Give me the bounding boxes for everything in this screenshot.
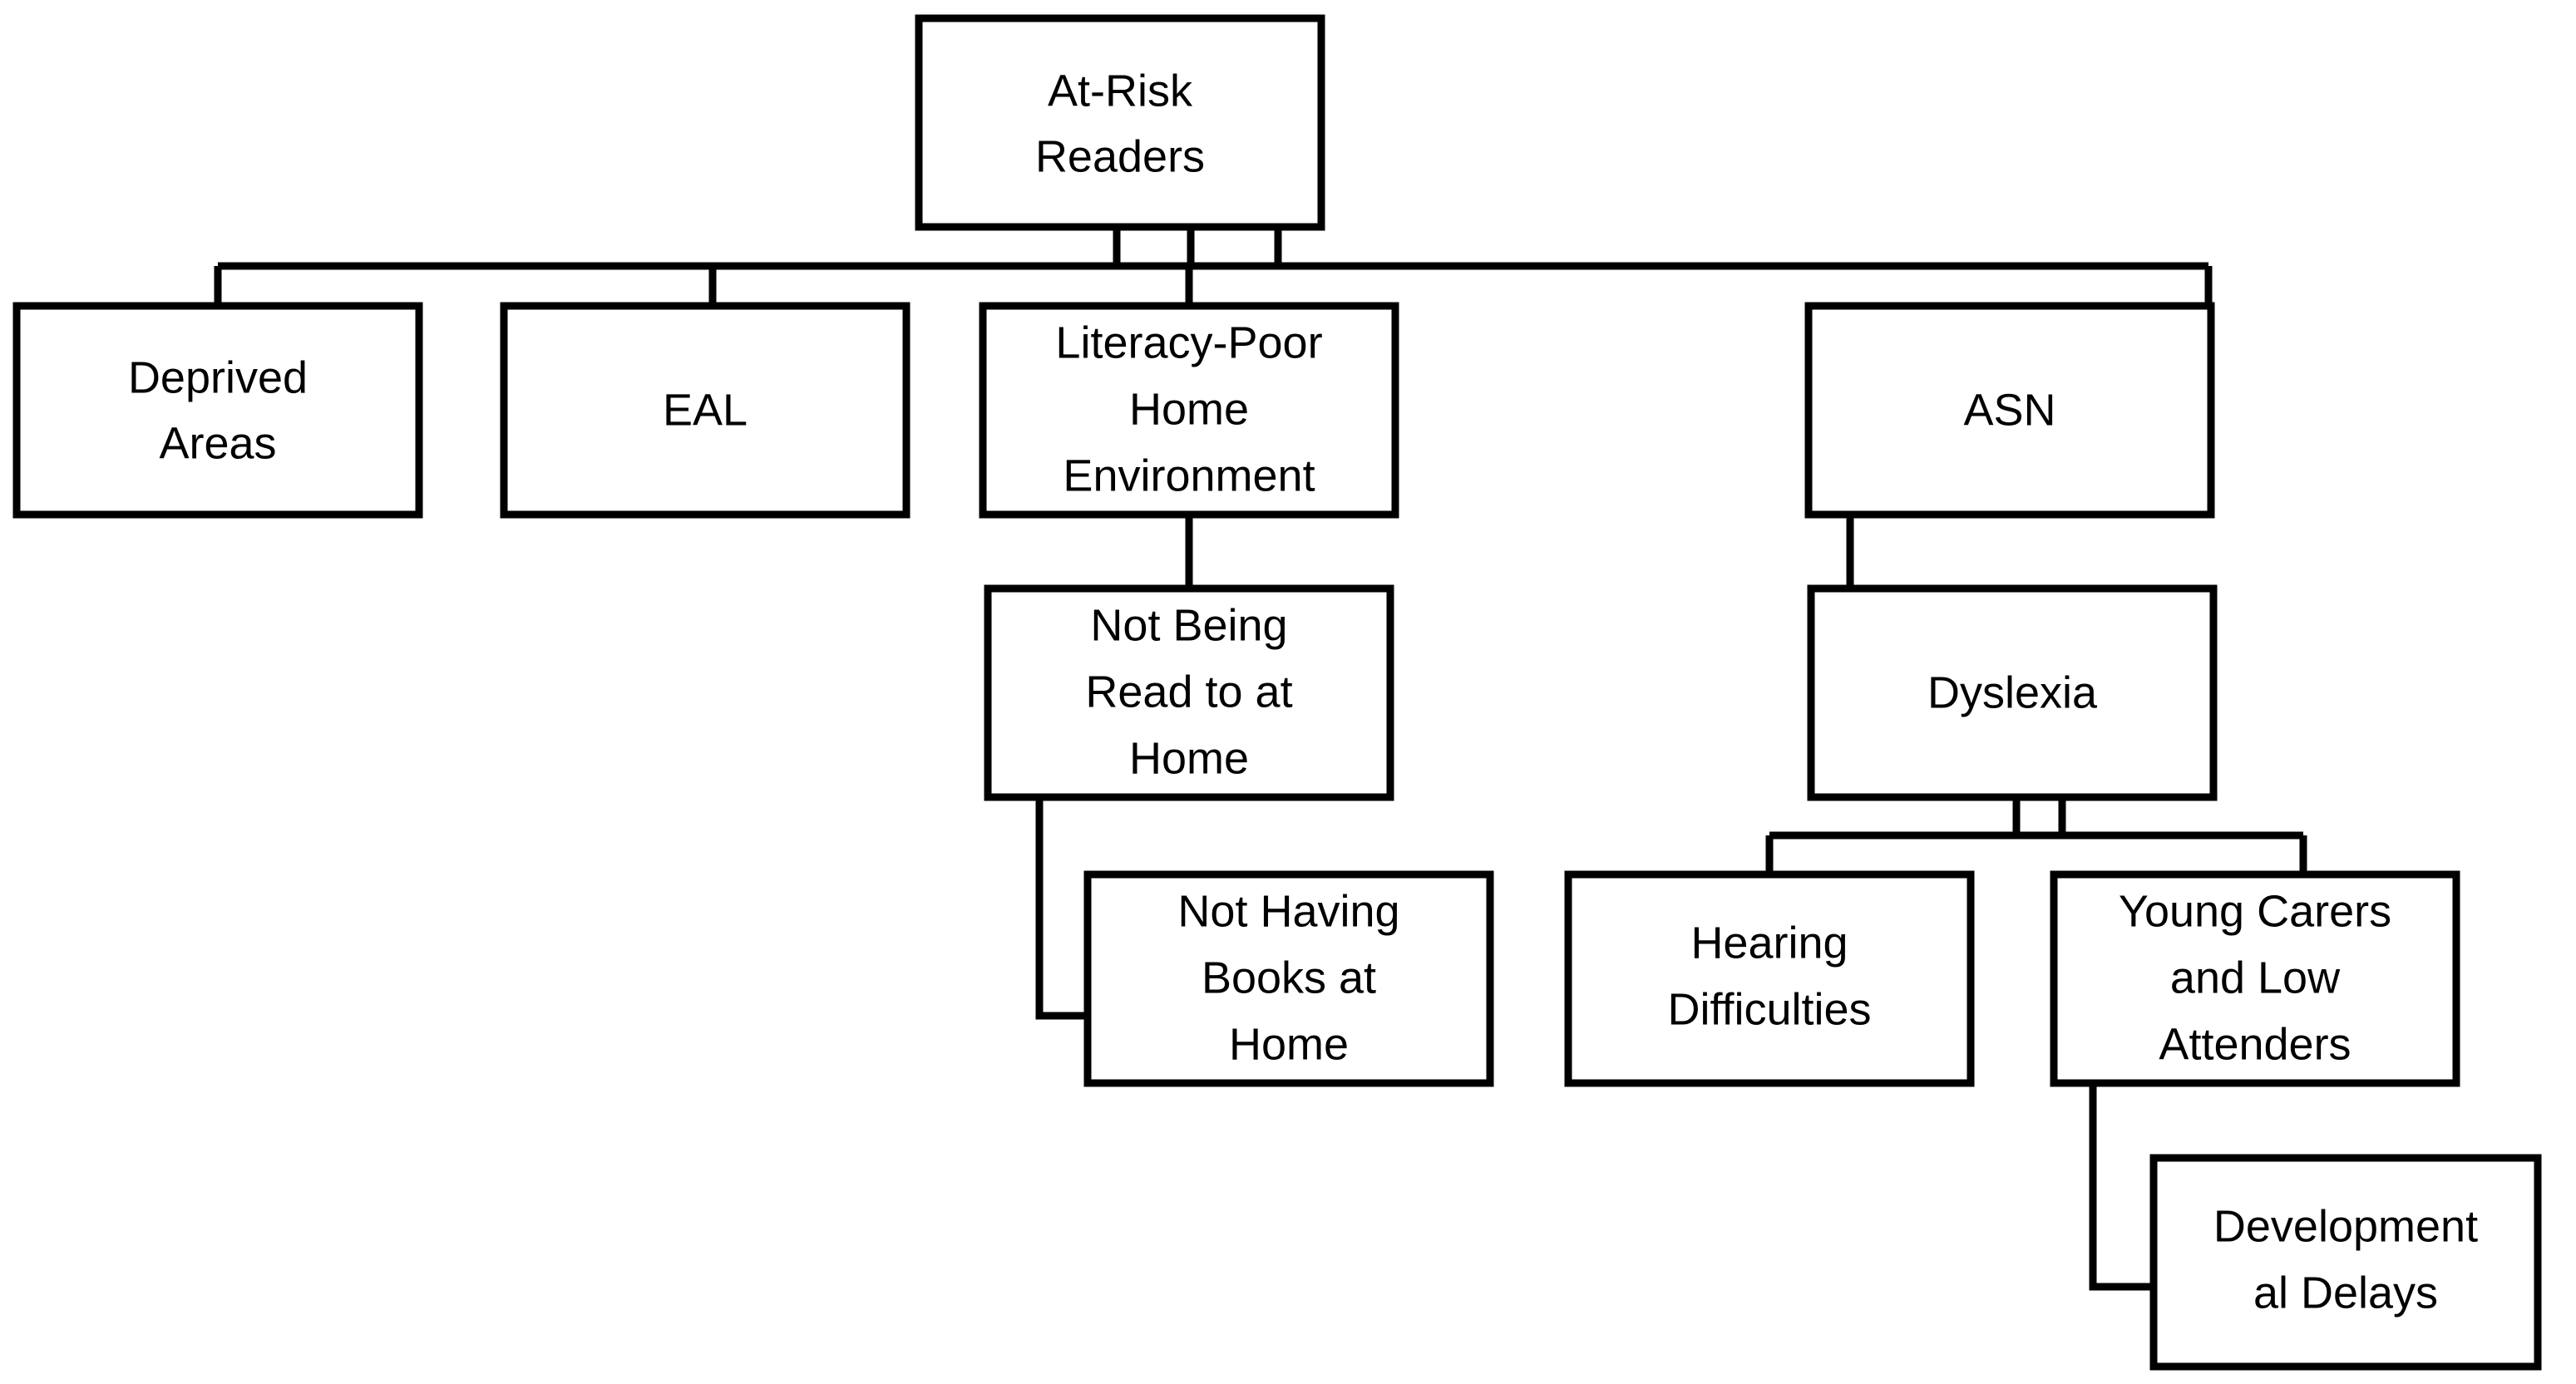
node-young-carers-and-low-attenders[interactable]: Young Carers and Low Attenders xyxy=(2050,870,2460,1087)
connector-young-carers-to-developmental-delays xyxy=(2089,1081,2154,1291)
node-box-eal[interactable] xyxy=(500,302,910,519)
node-label-young-carers-line-1: Young Carers xyxy=(2119,886,2391,936)
node-box-not-being-read-to-at-home[interactable] xyxy=(984,584,1394,801)
node-label-not-being-read-line-3: Home xyxy=(1129,733,1249,783)
node-label-not-being-read-line-2: Read to at xyxy=(1085,667,1292,717)
node-eal[interactable]: EAL xyxy=(500,302,910,519)
node-dyslexia[interactable]: Dyslexia xyxy=(1807,584,2218,801)
node-hearing-difficulties[interactable]: Hearing Difficulties xyxy=(1564,870,1975,1087)
node-label-hearing-difficulties-line-1: Hearing xyxy=(1690,918,1848,968)
node-label-not-having-books-line-2: Books at xyxy=(1202,953,1376,1002)
node-label-literacy-poor-line-2: Home xyxy=(1129,384,1249,434)
node-label-literacy-poor-line-1: Literacy-Poor xyxy=(1055,318,1322,367)
node-not-having-books-at-home[interactable]: Not Having Books at Home xyxy=(1083,870,1494,1087)
node-label-not-being-read-line-1: Not Being xyxy=(1090,600,1287,650)
node-box-hearing-difficulties[interactable] xyxy=(1564,870,1975,1087)
node-box-literacy-poor-home-environment[interactable] xyxy=(979,302,1399,519)
node-label-developmental-delays-line-2: al Delays xyxy=(2253,1268,2438,1318)
node-box-at-risk-readers[interactable] xyxy=(915,14,1325,231)
node-label-young-carers-line-3: Attenders xyxy=(2159,1019,2351,1069)
node-label-dyslexia-line-1: Dyslexia xyxy=(1927,667,2098,717)
node-label-not-having-books-line-1: Not Having xyxy=(1177,886,1399,936)
node-not-being-read-to-at-home[interactable]: Not Being Read to at Home xyxy=(984,584,1394,801)
node-asn[interactable]: ASN xyxy=(1804,302,2215,519)
node-label-deprived-areas-line-1: Deprived xyxy=(128,352,308,402)
node-box-young-carers-and-low-attenders[interactable] xyxy=(2050,870,2460,1087)
node-deprived-areas[interactable]: Deprived Areas xyxy=(12,302,423,519)
node-label-developmental-delays-line-1: Development xyxy=(2213,1201,2478,1251)
connector-not-being-read-to-not-having-books xyxy=(1035,796,1089,1020)
node-label-eal-line-1: EAL xyxy=(663,385,748,435)
node-label-literacy-poor-line-3: Environment xyxy=(1063,451,1315,500)
node-box-deprived-areas[interactable] xyxy=(12,302,423,519)
node-label-hearing-difficulties-line-2: Difficulties xyxy=(1667,984,1871,1034)
node-label-not-having-books-line-3: Home xyxy=(1229,1019,1349,1069)
node-label-deprived-areas-line-2: Areas xyxy=(159,418,276,468)
node-label-asn-line-1: ASN xyxy=(1963,385,2055,435)
node-label-young-carers-line-2: and Low xyxy=(2170,953,2341,1002)
connector-layer xyxy=(214,227,2307,1291)
node-box-asn[interactable] xyxy=(1804,302,2215,519)
node-label-at-risk-readers-line-2: Readers xyxy=(1035,131,1205,181)
node-at-risk-readers[interactable]: At-Risk Readers xyxy=(915,14,1325,231)
node-box-not-having-books-at-home[interactable] xyxy=(1083,870,1494,1087)
node-literacy-poor-home-environment[interactable]: Literacy-Poor Home Environment xyxy=(979,302,1399,519)
node-label-at-risk-readers-line-1: At-Risk xyxy=(1048,66,1193,116)
node-box-developmental-delays[interactable] xyxy=(2149,1154,2542,1371)
node-box-dyslexia[interactable] xyxy=(1807,584,2218,801)
node-developmental-delays[interactable]: Development al Delays xyxy=(2149,1154,2542,1371)
